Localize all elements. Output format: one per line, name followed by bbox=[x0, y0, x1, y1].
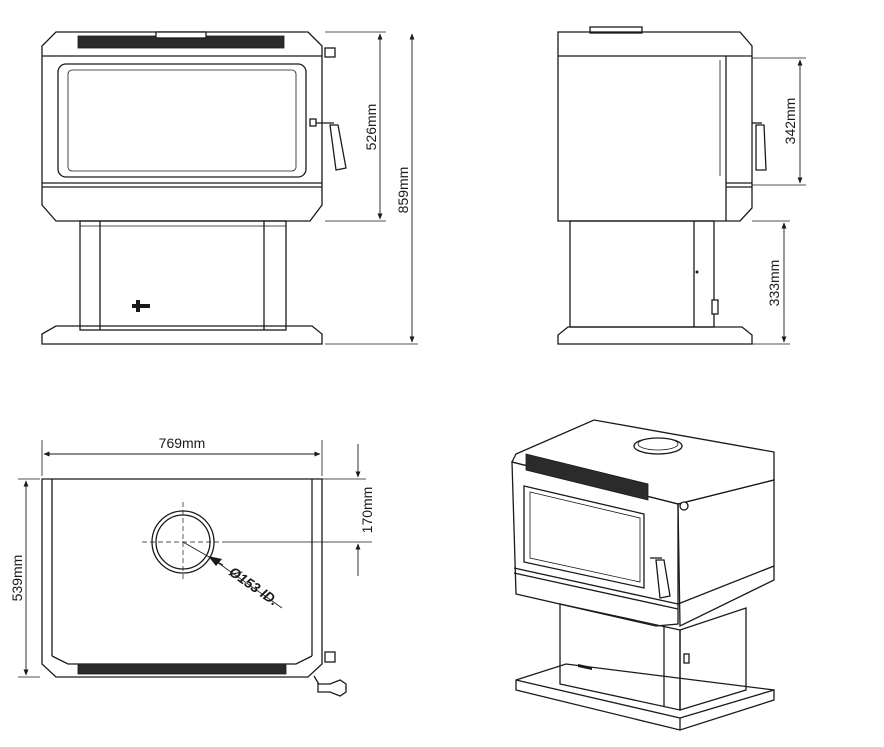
front-view-logo bbox=[132, 300, 150, 312]
top-view: Ø153 ID. 769mm 539mm 170mm bbox=[9, 435, 375, 697]
iso-pedestal-side bbox=[679, 607, 747, 711]
front-view-grille-handle bbox=[155, 31, 207, 39]
side-view-pedestal bbox=[569, 220, 715, 328]
iso-base bbox=[515, 663, 775, 731]
iso-glass bbox=[523, 485, 645, 589]
front-view-glass bbox=[57, 63, 307, 178]
top-view-outline bbox=[41, 478, 323, 678]
front-view: 526mm 859mm bbox=[41, 31, 418, 345]
side-view-door-handle bbox=[752, 122, 767, 171]
iso-door-handle bbox=[650, 557, 671, 599]
side-view: 342mm 333mm bbox=[557, 26, 806, 345]
front-view-door-handle bbox=[309, 118, 347, 171]
front-view-body bbox=[41, 31, 323, 222]
front-view-pedestal bbox=[79, 220, 287, 331]
dim-side-door-height: 342mm bbox=[782, 98, 798, 145]
front-view-glass-inner bbox=[67, 69, 297, 172]
top-view-grille bbox=[77, 664, 287, 675]
front-view-knob bbox=[324, 47, 336, 58]
dim-front-body-height: 526mm bbox=[363, 104, 379, 151]
side-view-top-cap bbox=[589, 26, 643, 34]
iso-front-face bbox=[511, 461, 679, 627]
side-view-base bbox=[557, 326, 753, 345]
top-view-handle bbox=[313, 675, 347, 697]
dim-front-total-height: 859mm bbox=[395, 167, 411, 214]
iso-side-face bbox=[677, 479, 775, 628]
iso-grille bbox=[525, 453, 649, 501]
front-view-base bbox=[41, 325, 323, 345]
dim-flue-diameter: Ø153 ID. bbox=[226, 563, 281, 608]
side-view-body bbox=[557, 31, 753, 222]
dim-top-depth: 539mm bbox=[9, 555, 25, 602]
isometric-view bbox=[511, 419, 775, 731]
dim-top-width: 769mm bbox=[159, 435, 206, 451]
dim-side-pedestal-height: 333mm bbox=[766, 260, 782, 307]
dim-flue-offset: 170mm bbox=[359, 487, 375, 534]
